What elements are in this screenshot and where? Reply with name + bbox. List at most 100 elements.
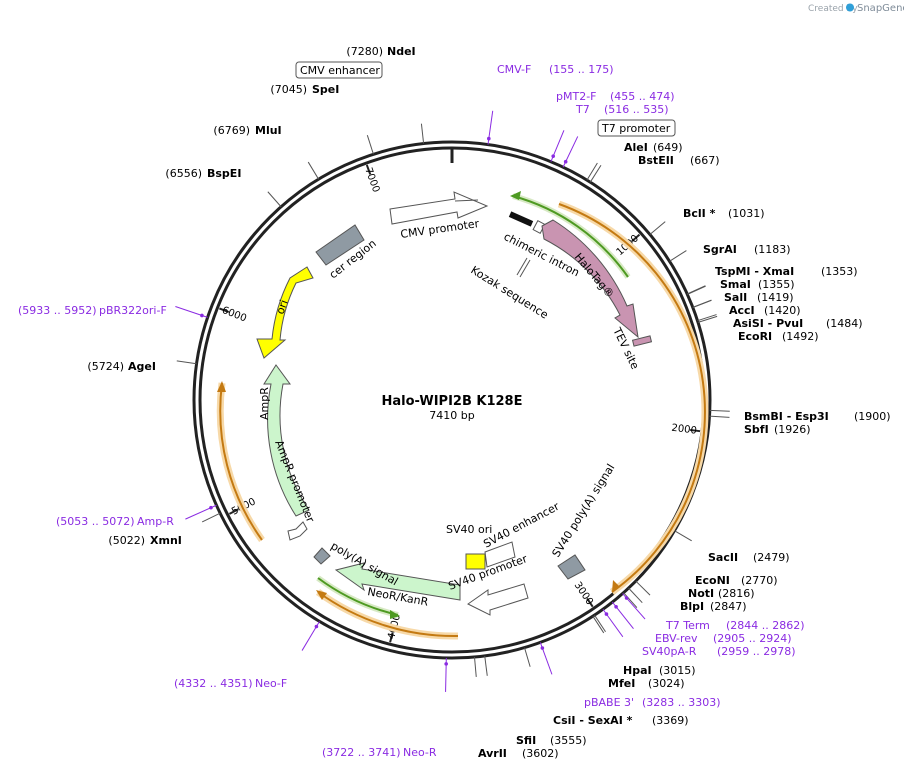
orf-arc-halotag-head — [612, 580, 620, 592]
primer-site-marker — [200, 313, 204, 318]
enzyme-MluI: (6769) MluI — [213, 124, 281, 137]
enzyme-leader-line — [709, 415, 730, 418]
enzyme-name: BspEI — [207, 167, 241, 180]
primer-range: (4332 .. 4351) — [174, 677, 253, 690]
scale-tick-mark — [389, 632, 394, 643]
enzyme-name: SbfI — [744, 423, 769, 436]
feature-label-sv40-enhancer: SV40 enhancer — [481, 500, 561, 551]
enzyme-name: SmaI — [720, 278, 751, 291]
halotag-arrow — [541, 219, 639, 339]
cer-region-box — [315, 224, 365, 266]
enzyme-name: BclI * — [683, 207, 716, 220]
scale-tick-label: 6000 — [220, 305, 248, 325]
orf-arc-neo — [317, 591, 459, 638]
enzyme-name: NdeI — [387, 45, 416, 58]
primer-pMT2-F: pMT2-F (455 .. 474) — [556, 90, 675, 103]
feature-label-ampr: AmpR — [258, 387, 271, 420]
primer-site-marker — [563, 159, 568, 164]
enzyme-HpaI: HpaI (3015) — [623, 664, 696, 677]
enzyme-AsiSI-PvuI: AsiSI - PvuI (1484) — [733, 317, 863, 330]
enzyme-pos: (6556) — [165, 167, 202, 180]
primer-Amp-R: (5053 .. 5072) Amp-R — [56, 515, 174, 528]
enzyme-name: AccI — [729, 304, 755, 317]
enzyme-AccI: AccI (1420) — [729, 304, 801, 317]
enzyme-name: SalI — [724, 291, 747, 304]
enzyme-name: MfeI — [608, 677, 635, 690]
enzyme-pos: (2816) — [718, 587, 755, 600]
enzyme-name: CsiI - SexAI * — [553, 714, 633, 727]
enzyme-leader-line — [474, 656, 477, 677]
enzyme-EcoNI: EcoNI (2770) — [695, 574, 778, 587]
enzyme-leader-line — [201, 512, 221, 523]
feature-label-ori: ori — [274, 298, 291, 316]
orf-arc-halotag — [558, 203, 706, 593]
primer-CMV-F: CMV-F (155 .. 175) — [497, 63, 614, 76]
primer-range: (5933 .. 5952) — [18, 304, 97, 317]
primer-site-marker — [614, 605, 618, 609]
enzyme-pos: (1031) — [728, 207, 765, 220]
enzyme-TspMI-XmaI: TspMI - XmaI (1353) — [715, 265, 858, 278]
cmv-promoter-inner-line — [454, 199, 479, 202]
scale-tick-mark — [228, 508, 239, 515]
enzyme-leader-line — [366, 135, 374, 155]
feature-label-kozak-sequence: Kozak sequence — [468, 264, 550, 322]
enzyme-leader-line — [176, 360, 197, 365]
enzyme-leader-line — [586, 162, 598, 181]
primer-site-marker — [624, 596, 629, 600]
enzyme-pos: (2847) — [710, 600, 747, 613]
primer-SV40pA-R: SV40pA-R (2959 .. 2978) — [642, 645, 796, 658]
enzyme-name: XmnI — [150, 534, 182, 547]
enzyme-name: BlpI — [680, 600, 704, 613]
sv40-ori-box — [465, 553, 486, 570]
enzyme-leader-line — [649, 221, 666, 235]
enzyme-SacII: SacII (2479) — [708, 551, 790, 564]
enzyme-leader-line — [623, 592, 638, 608]
enzyme-pos: (3602) — [522, 747, 559, 760]
primer-name: pMT2-F — [556, 90, 597, 103]
enzyme-pos: (3024) — [648, 677, 685, 690]
enzyme-pos: (5022) — [108, 534, 145, 547]
enzyme-leader-line — [267, 191, 282, 208]
scale-tick-mark — [690, 428, 701, 433]
enzyme-pos: (3015) — [659, 664, 696, 677]
enzyme-SbfI: SbfI (1926) — [744, 423, 811, 436]
cmv-promoter-arrow — [389, 191, 489, 225]
enzyme-leader-line — [524, 647, 531, 667]
primer-range: (516 .. 535) — [604, 103, 669, 116]
enzyme-name: MluI — [255, 124, 282, 137]
orf-arc-neo-green-head — [390, 610, 400, 619]
enzyme-name: AvrII — [478, 747, 507, 760]
primer-site-marker — [551, 154, 556, 158]
primer-name: Neo-R — [403, 746, 437, 759]
enzyme-pos: (1492) — [782, 330, 819, 343]
primer-range: (2844 .. 2862) — [726, 619, 805, 632]
boxed-label-t7-promoter: T7 promoter — [601, 122, 671, 135]
enzyme-pos: (1419) — [757, 291, 794, 304]
sv40-enhancer-box — [484, 541, 516, 568]
ampr-promoter-arrow — [287, 521, 308, 541]
enzyme-pos: (1900) — [854, 410, 891, 423]
enzyme-leader-line — [669, 250, 687, 262]
enzyme-SgrAI: SgrAI (1183) — [703, 243, 791, 256]
primer-T7-Term: T7 Term (2844 .. 2862) — [665, 619, 805, 632]
credit-brand: SnapGene — [857, 3, 904, 14]
scale-tick-label: 7000 — [362, 166, 381, 194]
enzyme-leader-line — [589, 165, 602, 183]
enzyme-EcoRI: EcoRI (1492) — [738, 330, 819, 343]
primer-Neo-F: (4332 .. 4351) Neo-F — [174, 677, 287, 690]
enzyme-name: HpaI — [623, 664, 652, 677]
primer-name: EBV-rev — [655, 632, 698, 645]
enzyme-leader-line — [592, 615, 605, 634]
enzyme-pos: (3555) — [550, 734, 587, 747]
primer-EBV-rev: EBV-rev (2905 .. 2924) — [655, 632, 792, 645]
enzyme-pos: (7045) — [270, 83, 307, 96]
primer-site-marker — [444, 662, 448, 666]
orf-arc-neo-head — [316, 590, 327, 600]
primer-name: T7 Term — [665, 619, 710, 632]
enzyme-pos: (649) — [653, 141, 683, 154]
plasmid-name: Halo-WIPI2B K128E — [382, 394, 523, 409]
enzyme-pos: (1420) — [764, 304, 801, 317]
enzyme-leader-line — [674, 530, 692, 542]
primer-site-marker — [540, 646, 545, 650]
scale-tick-label: 3000 — [572, 580, 595, 607]
